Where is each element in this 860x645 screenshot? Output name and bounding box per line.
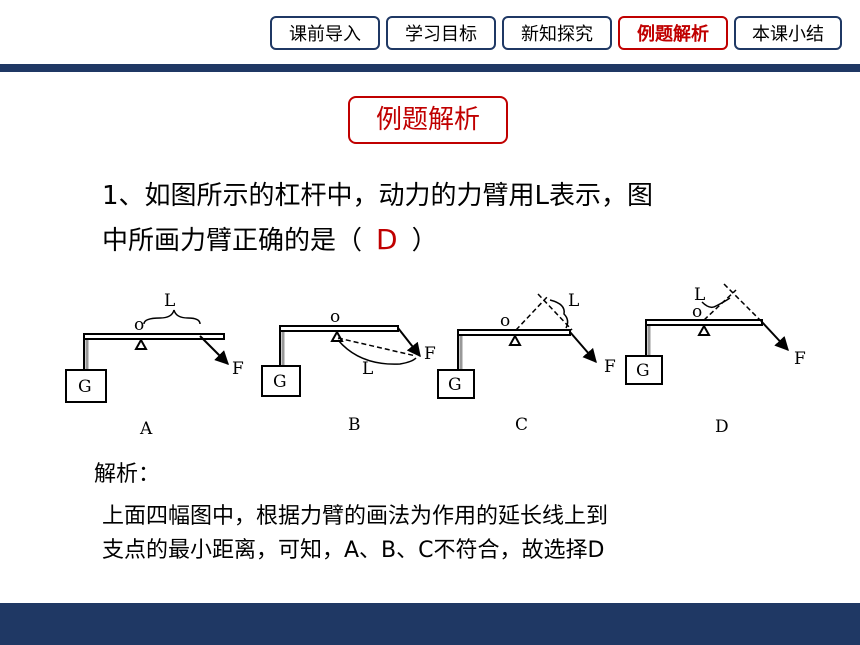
arm-label: L xyxy=(568,291,579,311)
question-text: 1、如图所示的杠杆中，动力的力臂用L表示，图 中所画力臂正确的是（ D ） xyxy=(102,174,782,263)
force-arrow xyxy=(569,331,597,364)
pivot-label: o xyxy=(134,315,144,335)
arm-label: L xyxy=(164,291,175,311)
question-close-paren: ） xyxy=(411,226,438,256)
force-extension xyxy=(723,283,765,325)
force-label: F xyxy=(424,344,436,364)
option-label: B xyxy=(348,415,361,435)
lever-bar xyxy=(457,329,571,336)
force-arrow xyxy=(761,321,789,352)
weight-box xyxy=(625,355,663,385)
arm-line xyxy=(337,337,417,357)
fulcrum-icon xyxy=(330,329,344,342)
arm-line xyxy=(515,295,549,331)
diagram-c: G o L F C xyxy=(437,291,616,435)
lever-diagrams: G o L F A G o L F B G o L F xyxy=(65,283,806,439)
fulcrum-icon xyxy=(508,333,522,346)
tab-new-knowledge[interactable]: 新知探究 xyxy=(502,16,612,50)
question-line-1: 1、如图所示的杠杆中，动力的力臂用L表示，图 xyxy=(102,181,654,211)
section-title: 例题解析 xyxy=(348,96,508,144)
tab-lesson-intro[interactable]: 课前导入 xyxy=(270,16,380,50)
weight-label: G xyxy=(448,375,462,395)
arm-brace xyxy=(549,299,569,329)
question-line-2: 中所画力臂正确的是（ D ） xyxy=(102,218,782,263)
weight-box xyxy=(261,365,301,397)
analysis-label: 解析： xyxy=(94,462,161,487)
tab-example-analysis[interactable]: 例题解析 xyxy=(618,16,728,50)
arm-label: L xyxy=(694,285,705,305)
force-label: F xyxy=(604,357,616,377)
arm-brace xyxy=(143,309,201,325)
diagram-b: G o L F B xyxy=(261,307,436,435)
tab-lesson-summary[interactable]: 本课小结 xyxy=(734,16,842,50)
diagram-a: G o L F A xyxy=(65,291,244,439)
fulcrum-icon xyxy=(134,337,148,350)
force-label: F xyxy=(794,349,806,369)
weight-label: G xyxy=(78,377,92,397)
footer-bar xyxy=(0,603,860,645)
force-arrow xyxy=(199,335,229,365)
arm-brace xyxy=(337,339,417,365)
question-line-2-text: 中所画力臂正确的是（ xyxy=(102,226,363,256)
pivot-label: o xyxy=(330,307,340,327)
pivot-label: o xyxy=(500,311,510,331)
option-label: A xyxy=(139,419,153,439)
analysis-line-1: 上面四幅图中，根据力臂的画法为作用的延长线上到 xyxy=(102,504,609,529)
force-label: F xyxy=(232,359,244,379)
arm-brace xyxy=(701,297,731,309)
force-extension xyxy=(537,293,573,331)
weight-label: G xyxy=(636,361,650,381)
force-arrow xyxy=(397,327,421,358)
analysis-text: 上面四幅图中，根据力臂的画法为作用的延长线上到 支点的最小距离，可知，A、B、C… xyxy=(102,500,782,568)
pivot-label: o xyxy=(692,302,702,322)
arm-line xyxy=(703,289,737,321)
option-label: D xyxy=(715,417,729,437)
weight-box xyxy=(437,369,475,399)
diagram-d: G o L F D xyxy=(625,283,806,437)
arm-label: L xyxy=(362,359,373,379)
analysis-line-2: 支点的最小距离，可知，A、B、C不符合，故选择D xyxy=(102,538,605,563)
weight-label: G xyxy=(273,372,287,392)
weight-box xyxy=(65,369,107,403)
option-label: C xyxy=(515,415,528,435)
header-divider-bar xyxy=(0,64,860,72)
fulcrum-icon xyxy=(697,323,711,336)
answer-letter: D xyxy=(376,223,398,256)
tab-learning-goals[interactable]: 学习目标 xyxy=(386,16,496,50)
